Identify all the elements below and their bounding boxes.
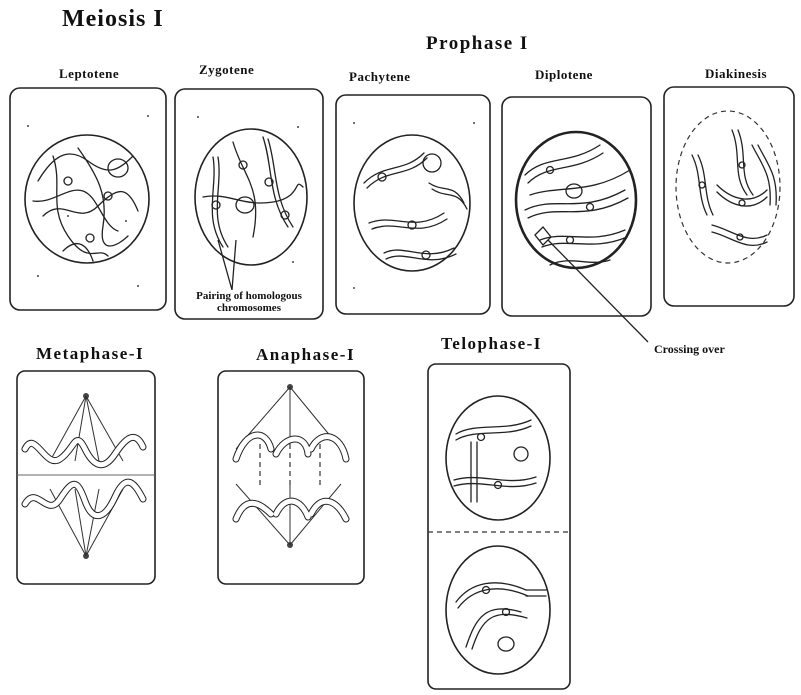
zygotene-panel <box>173 87 325 323</box>
diagram-title: Meiosis I <box>62 6 164 33</box>
label-diplotene: Diplotene <box>535 67 593 83</box>
telophase-panel <box>426 362 572 692</box>
label-metaphase: Metaphase-I <box>36 344 144 364</box>
leptotene-panel <box>8 86 168 314</box>
label-diakinesis: Diakinesis <box>705 66 767 82</box>
diplotene-panel <box>500 95 653 320</box>
anaphase-panel <box>216 369 366 587</box>
label-telophase: Telophase-I <box>441 334 542 354</box>
label-pachytene: Pachytene <box>349 69 411 85</box>
label-leptotene: Leptotene <box>59 66 119 82</box>
diakinesis-panel <box>662 85 796 310</box>
prophase-heading: Prophase I <box>426 33 529 55</box>
pachytene-panel <box>334 93 492 318</box>
label-anaphase: Anaphase-I <box>256 345 355 365</box>
label-zygotene: Zygotene <box>199 62 254 78</box>
crossing-over-annotation: Crossing over <box>654 343 725 355</box>
metaphase-panel <box>15 369 157 587</box>
